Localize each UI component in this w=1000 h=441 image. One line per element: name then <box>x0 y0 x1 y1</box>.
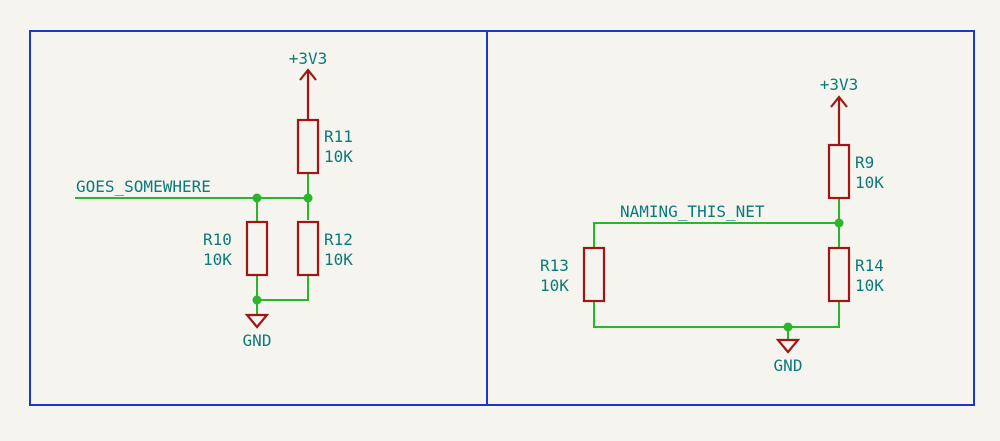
r11-value: 10K <box>324 147 353 166</box>
wire-r12-gnd <box>257 275 309 301</box>
junction-dot <box>783 322 793 332</box>
r14-ref: R14 <box>855 256 884 275</box>
ground-symbol: GND <box>774 338 803 375</box>
r12-ref: R12 <box>324 230 353 249</box>
power-symbol-3v3: +3V3 <box>820 75 859 135</box>
r12-value: 10K <box>324 250 353 269</box>
junction-dot <box>252 295 262 305</box>
junction-dot <box>303 193 313 203</box>
net-label-goes-somewhere: GOES_SOMEWHERE <box>76 177 211 196</box>
power-label: +3V3 <box>820 75 859 94</box>
wire-bottom-return <box>593 301 840 328</box>
r9-ref: R9 <box>855 153 874 172</box>
right-sheet-frame <box>486 30 975 406</box>
resistor-r9 <box>827 143 851 200</box>
ground-symbol: GND <box>243 313 272 350</box>
resistor-r12 <box>296 220 320 277</box>
r13-ref: R13 <box>540 256 569 275</box>
power-symbol-3v3: +3V3 <box>289 49 328 110</box>
resistor-r13 <box>582 246 606 303</box>
net-label-naming-this-net: NAMING_THIS_NET <box>620 202 765 221</box>
resistor-r10 <box>245 220 269 277</box>
left-sheet: +3V3 R11 10K GOES_SOMEWHERE R10 10K R12 … <box>75 49 353 350</box>
resistor-r14 <box>827 246 851 303</box>
resistor-r11 <box>296 118 320 175</box>
junction-dot <box>834 218 844 228</box>
ground-label: GND <box>243 331 272 350</box>
wire-naming-this-net <box>593 222 839 248</box>
r10-ref: R10 <box>203 230 232 249</box>
ground-label: GND <box>774 356 803 375</box>
r14-value: 10K <box>855 276 884 295</box>
r11-ref: R11 <box>324 127 353 146</box>
right-sheet: +3V3 R9 10K NAMING_THIS_NET R13 10K R14 … <box>540 75 884 375</box>
junction-dot <box>252 193 262 203</box>
r13-value: 10K <box>540 276 569 295</box>
power-label: +3V3 <box>289 49 328 68</box>
r10-value: 10K <box>203 250 232 269</box>
r9-value: 10K <box>855 173 884 192</box>
